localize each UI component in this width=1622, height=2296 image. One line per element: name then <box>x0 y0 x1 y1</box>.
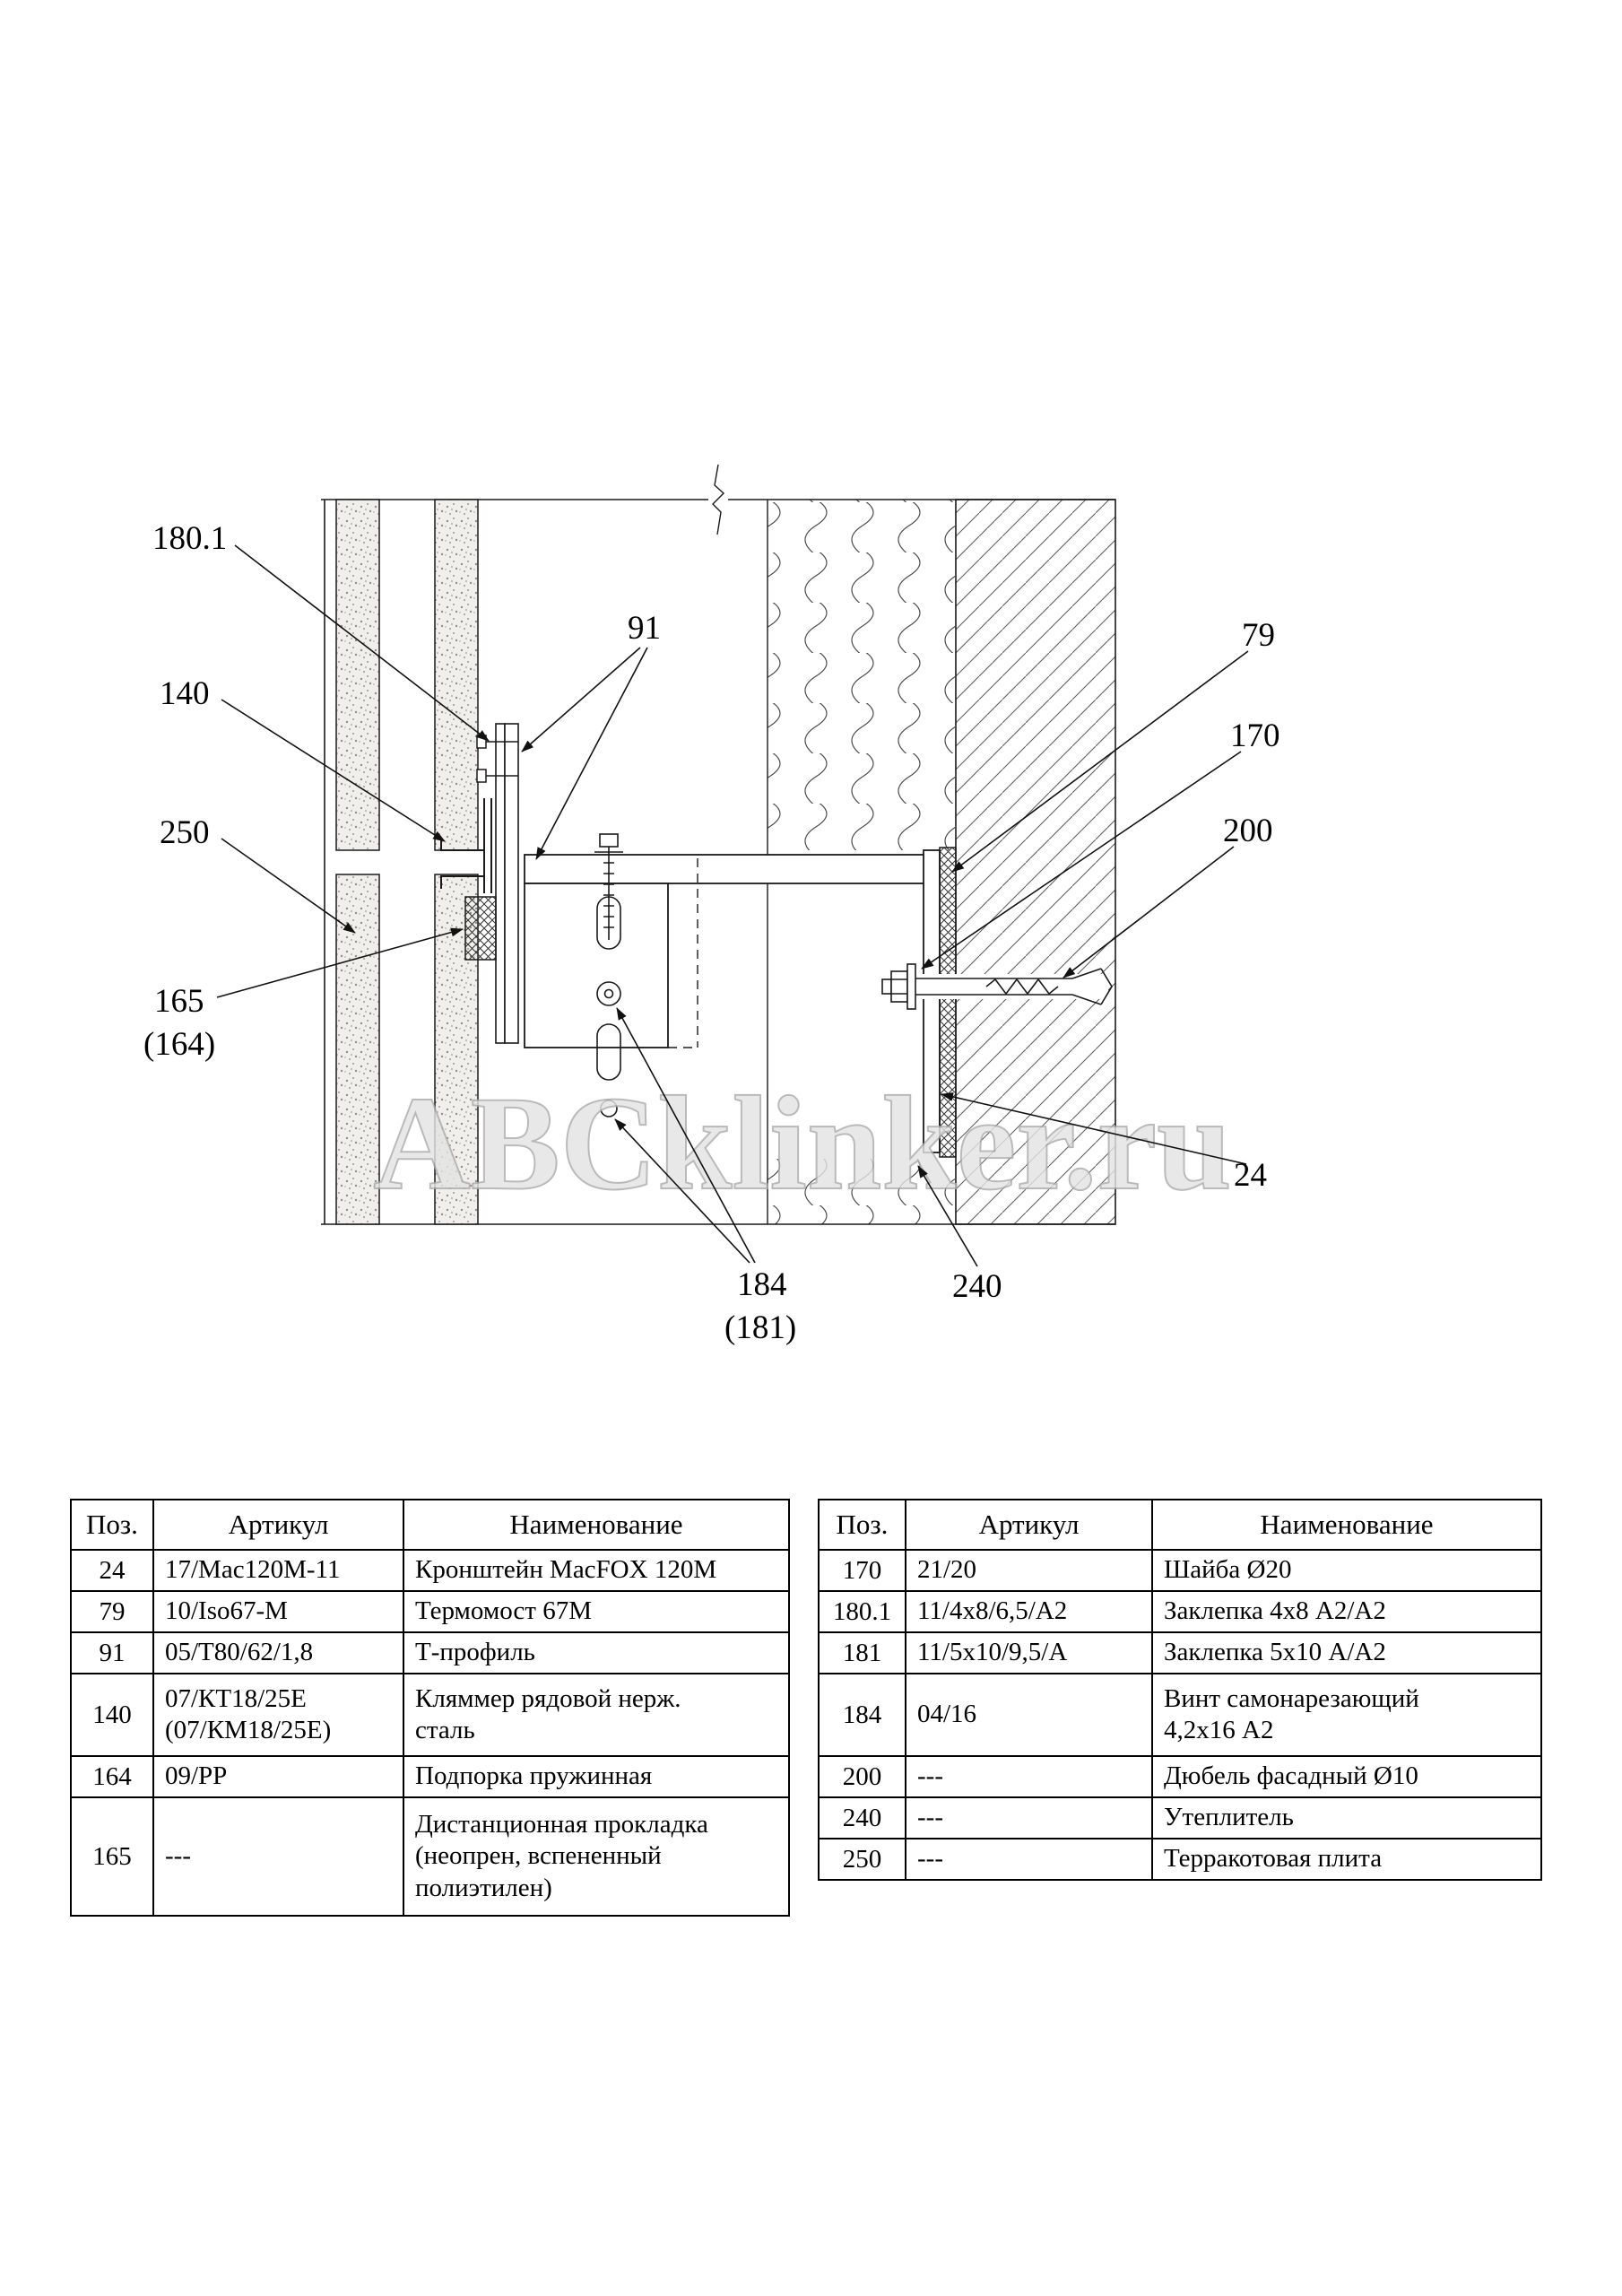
spacer-pad <box>464 896 497 961</box>
col-header-art: Артикул <box>905 1499 1153 1551</box>
cell-name: Кляммер рядовой нерж. сталь <box>403 1673 790 1757</box>
cell-pos: 200 <box>818 1755 906 1798</box>
callout-24: 24 <box>1234 1157 1267 1194</box>
table-row: 250 --- Терракотовая плита <box>818 1838 1542 1881</box>
callout-181: (181) <box>724 1309 796 1346</box>
table-row: 164 09/РР Подпорка пружинная <box>70 1755 790 1798</box>
callout-250: 250 <box>160 814 210 851</box>
table-row: 170 21/20 Шайба Ø20 <box>818 1549 1542 1592</box>
parts-table-right: Поз. Артикул Наименование 170 21/20 Шайб… <box>818 1499 1542 1881</box>
cell-name: Заклепка 4х8 А2/А2 <box>1151 1590 1542 1633</box>
cell-art: --- <box>152 1796 404 1917</box>
cell-name: Терракотовая плита <box>1151 1838 1542 1881</box>
callout-79: 79 <box>1242 617 1275 654</box>
callout-91: 91 <box>628 610 661 647</box>
rivet-2 <box>476 769 518 783</box>
cell-art: 09/РР <box>152 1755 404 1798</box>
table-row: 180.1 11/4х8/6,5/А2 Заклепка 4х8 А2/А2 <box>818 1590 1542 1633</box>
cell-pos: 164 <box>70 1755 154 1798</box>
cell-art: 04/16 <box>905 1673 1153 1757</box>
cell-art: 10/Iso67-M <box>152 1590 404 1633</box>
cell-pos: 165 <box>70 1796 154 1917</box>
cell-pos: 180.1 <box>818 1590 906 1633</box>
cell-name: Заклепка 5х10 А/А2 <box>1151 1631 1542 1674</box>
cell-pos: 24 <box>70 1549 154 1592</box>
bracket-macfox <box>524 849 941 1153</box>
table-row: 240 --- Утеплитель <box>818 1796 1542 1839</box>
col-header-name: Наименование <box>403 1499 790 1551</box>
anchor-dowel <box>881 963 1113 1010</box>
cell-art: 21/20 <box>905 1549 1153 1592</box>
clamp-klyammer <box>440 798 492 893</box>
callout-164: (164) <box>143 1026 215 1063</box>
cell-art: --- <box>905 1755 1153 1798</box>
cell-art: 11/4х8/6,5/А2 <box>905 1590 1153 1633</box>
table-row: 91 05/Т80/62/1,8 Т-профиль <box>70 1631 790 1674</box>
construction-detail-drawing: ABCklinker.ru 180.1 140 250 165 (164) 91 <box>143 464 1280 1346</box>
cell-name: Термомост 67М <box>403 1590 790 1633</box>
cell-name: Кронштейн MacFOX 120М <box>403 1549 790 1592</box>
table-row: 200 --- Дюбель фасадный Ø10 <box>818 1755 1542 1798</box>
cell-pos: 184 <box>818 1673 906 1757</box>
table-row: 79 10/Iso67-M Термомост 67М <box>70 1590 790 1633</box>
t-profile <box>495 723 519 1044</box>
callout-240: 240 <box>952 1268 1002 1305</box>
callout-140: 140 <box>160 675 210 712</box>
washer <box>906 963 916 1010</box>
cell-name: Утеплитель <box>1151 1796 1542 1839</box>
cell-name: Дюбель фасадный Ø10 <box>1151 1755 1542 1798</box>
table-header-row: Поз. Артикул Наименование <box>70 1499 790 1551</box>
col-header-pos: Поз. <box>70 1499 154 1551</box>
watermark: ABCklinker.ru <box>373 1069 1231 1218</box>
cell-pos: 140 <box>70 1673 154 1757</box>
cell-pos: 240 <box>818 1796 906 1839</box>
cell-art: --- <box>905 1796 1153 1839</box>
cell-pos: 79 <box>70 1590 154 1633</box>
callout-184: 184 <box>737 1266 787 1303</box>
cell-art: 11/5х10/9,5/А <box>905 1631 1153 1674</box>
table-row: 181 11/5х10/9,5/А Заклепка 5х10 А/А2 <box>818 1631 1542 1674</box>
leader-lines <box>216 544 1249 1267</box>
callout-200: 200 <box>1223 813 1273 849</box>
col-header-name: Наименование <box>1151 1499 1542 1551</box>
cell-name: Шайба Ø20 <box>1151 1549 1542 1592</box>
table-row: 184 04/16 Винт самонарезающий 4,2х16 А2 <box>818 1673 1542 1757</box>
cell-name: Дистанционная прокладка (неопрен, вспене… <box>403 1796 790 1917</box>
cell-pos: 181 <box>818 1631 906 1674</box>
parts-table-left: Поз. Артикул Наименование 24 17/Mac120M-… <box>70 1499 790 1917</box>
callout-labels: 180.1 140 250 165 (164) 91 79 170 200 24… <box>143 520 1280 1346</box>
callout-165: 165 <box>154 983 204 1020</box>
thermal-break <box>939 847 957 1158</box>
cell-art: 05/Т80/62/1,8 <box>152 1631 404 1674</box>
cell-name: Винт самонарезающий 4,2х16 А2 <box>1151 1673 1542 1757</box>
callout-170: 170 <box>1230 718 1280 754</box>
table-row: 140 07/КТ18/25Е (07/КМ18/25Е) Кляммер ря… <box>70 1673 790 1757</box>
table-row: 165 --- Дистанционная прокладка (неопрен… <box>70 1796 790 1917</box>
cell-art: --- <box>905 1838 1153 1881</box>
table-row: 24 17/Mac120M-11 Кронштейн MacFOX 120М <box>70 1549 790 1592</box>
cell-art: 17/Mac120M-11 <box>152 1549 404 1592</box>
insulation-section <box>767 500 956 1224</box>
hidden-edge-dashed <box>668 858 698 1048</box>
cell-name: Подпорка пружинная <box>403 1755 790 1798</box>
col-header-art: Артикул <box>152 1499 404 1551</box>
callout-180-1: 180.1 <box>152 520 227 557</box>
rivets <box>476 735 518 783</box>
cell-pos: 91 <box>70 1631 154 1674</box>
col-header-pos: Поз. <box>818 1499 906 1551</box>
break-line-symbol <box>712 464 725 535</box>
cell-pos: 170 <box>818 1549 906 1592</box>
cell-name: Т-профиль <box>403 1631 790 1674</box>
screws-and-slots <box>594 833 623 1118</box>
cell-art: 07/КТ18/25Е (07/КМ18/25Е) <box>152 1673 404 1757</box>
table-header-row: Поз. Артикул Наименование <box>818 1499 1542 1551</box>
cell-pos: 250 <box>818 1838 906 1881</box>
